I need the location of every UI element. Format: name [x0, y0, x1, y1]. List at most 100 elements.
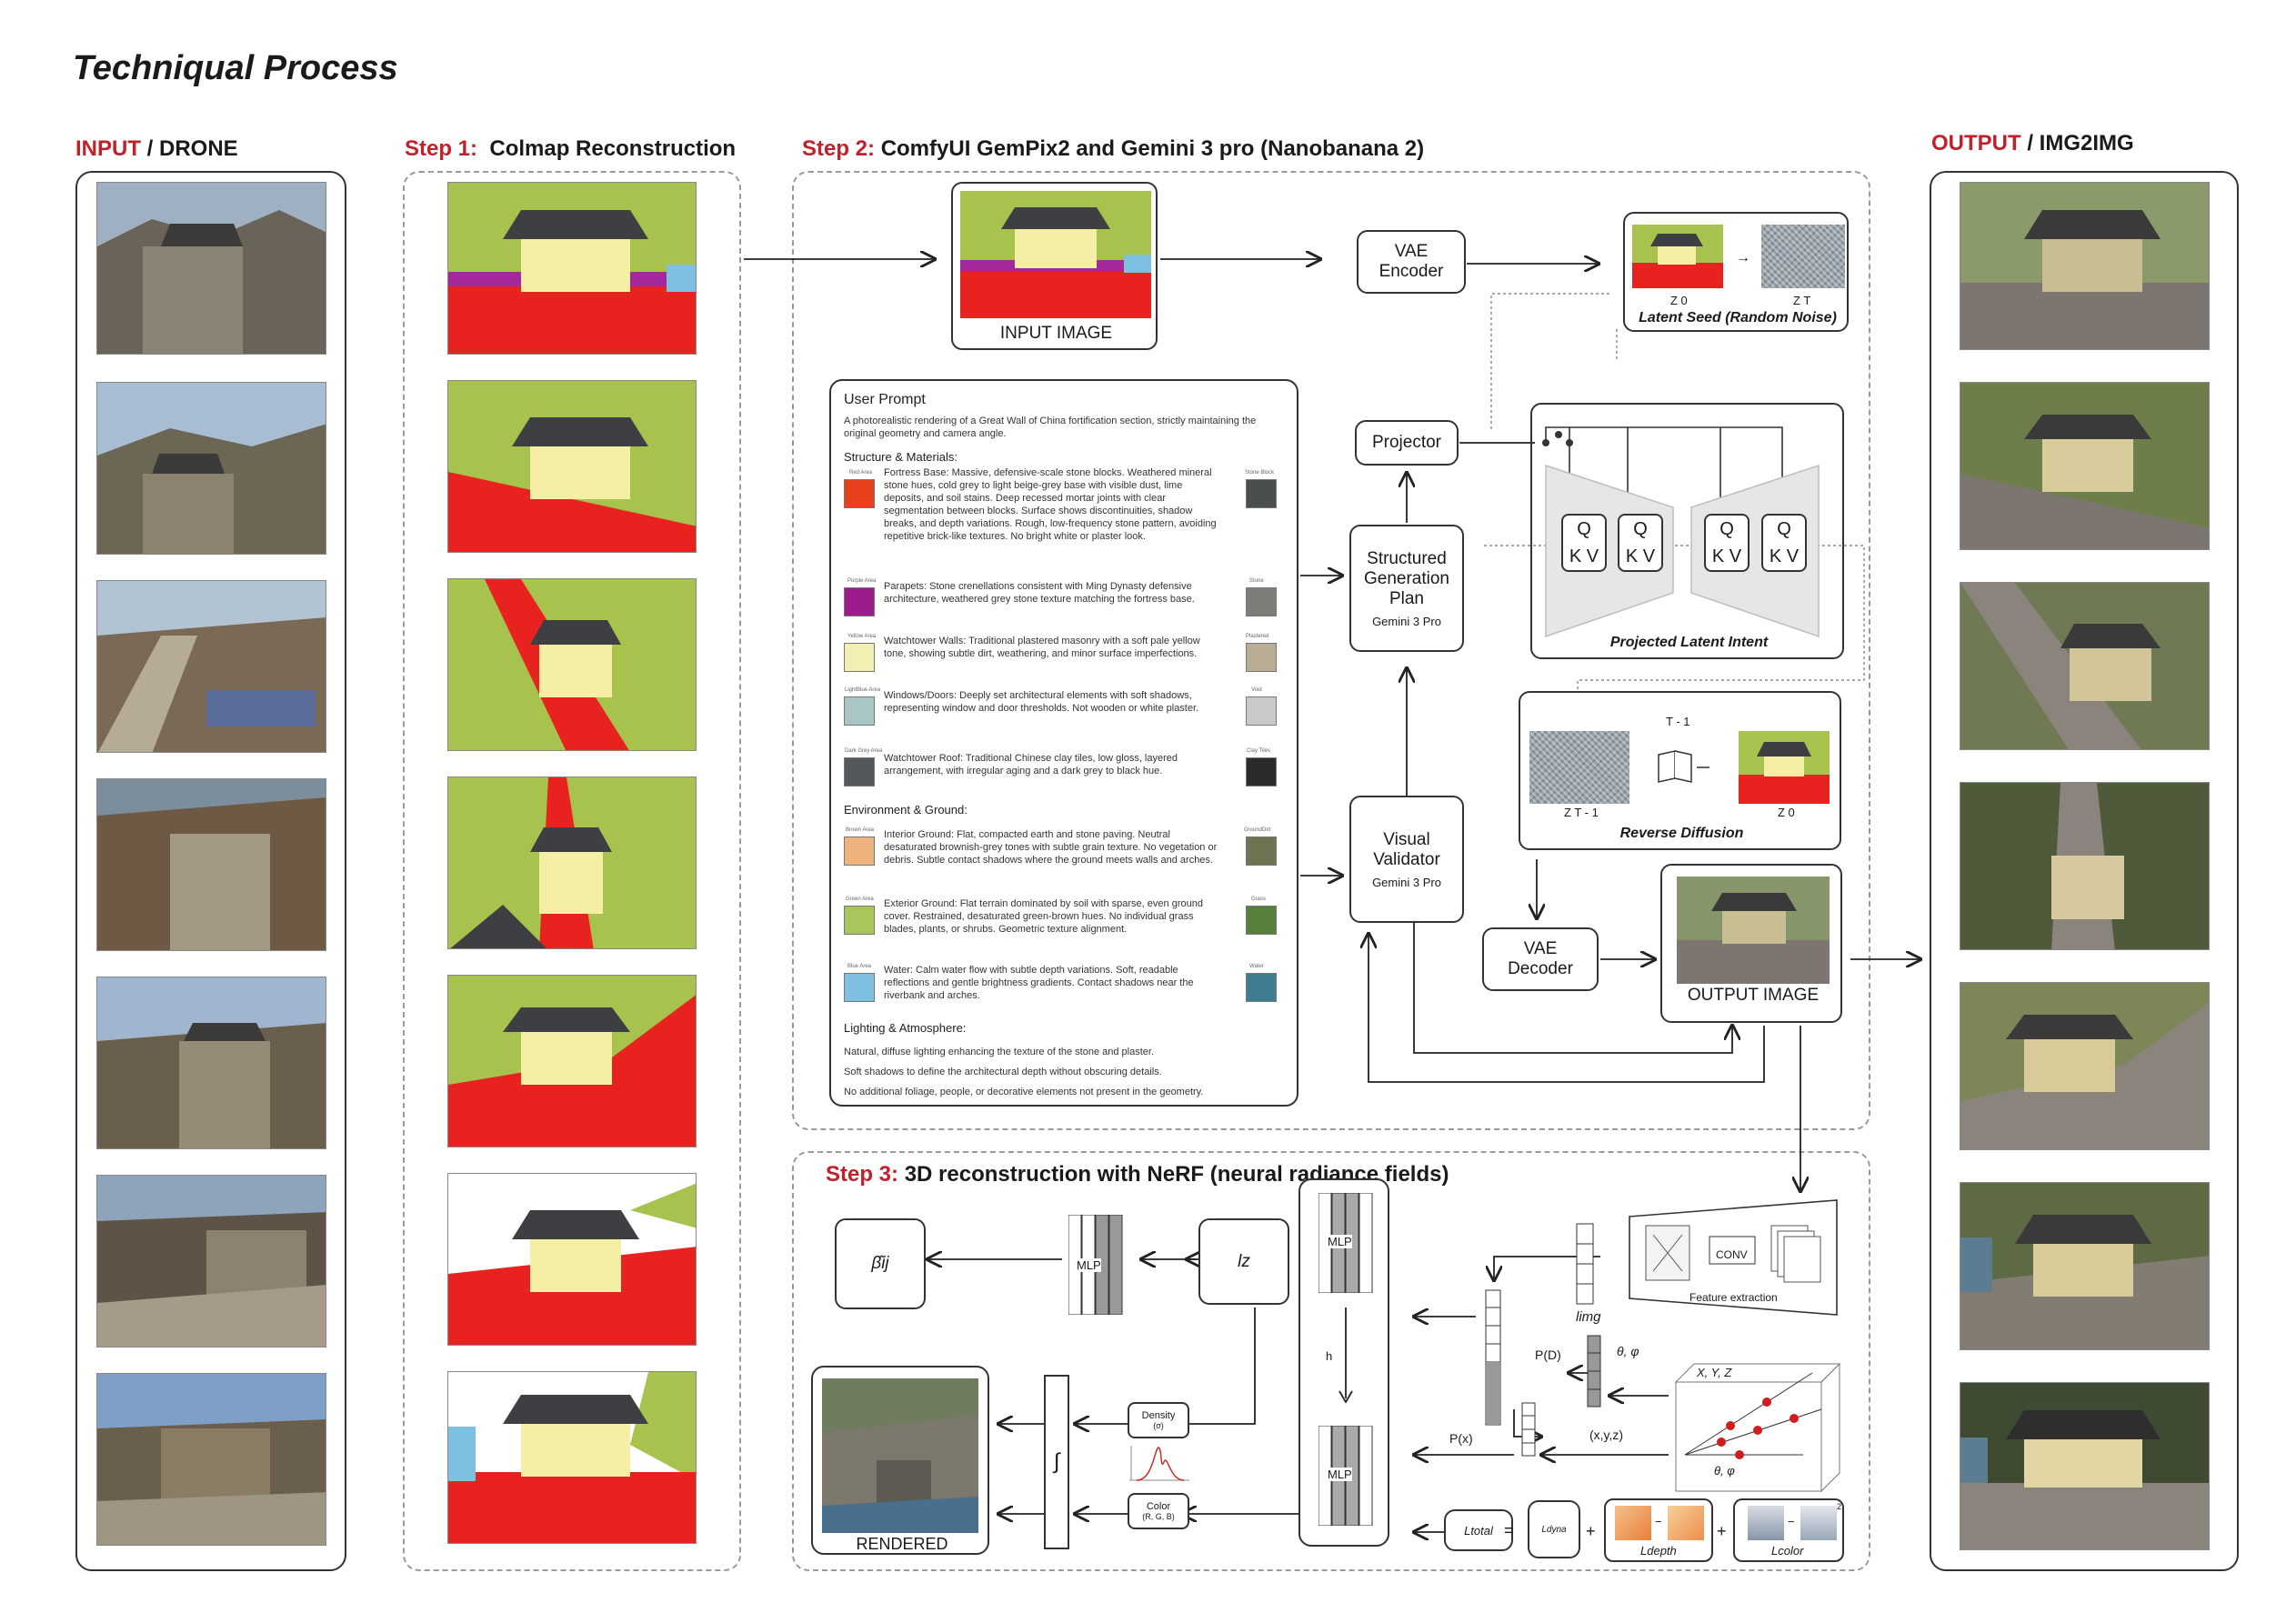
material-description: Watchtower Walls: Traditional plastered …	[884, 636, 1200, 659]
visual-validator-model: Gemini 3 Pro	[1372, 875, 1441, 889]
color-swatch	[844, 479, 875, 508]
feature-extraction-block	[1629, 1199, 1838, 1316]
colmap-render	[447, 1371, 697, 1544]
texture-sample	[1246, 479, 1277, 508]
vae-decoder-box: VAE Decoder	[1482, 927, 1599, 991]
mlp-stack-small	[1068, 1215, 1123, 1315]
output-photo	[1960, 982, 2210, 1150]
integral-box: ∫	[1044, 1375, 1069, 1549]
lz-box: lz	[1198, 1218, 1289, 1305]
h-arrow	[1338, 1307, 1353, 1404]
mlp-bottom	[1318, 1426, 1373, 1526]
texture-sample	[1246, 587, 1277, 616]
colmap-render	[447, 776, 697, 949]
rendered-label: RENDERED	[856, 1535, 948, 1553]
step1-prefix: Step 1:	[405, 136, 478, 161]
prompt-intro: A photorealistic rendering of a Great Wa…	[844, 416, 1257, 439]
rendered-box: RENDERED	[811, 1366, 989, 1555]
color-box: Color (R, G, B)	[1128, 1493, 1189, 1529]
texture-sample	[1246, 643, 1277, 672]
color-swatch	[844, 643, 875, 672]
texture-label: Water	[1249, 964, 1264, 969]
step3-prefix: Step 3:	[826, 1162, 899, 1187]
latent-z0-label: Z 0	[1670, 294, 1688, 307]
depth-map-b	[1668, 1506, 1704, 1540]
plus-sign: +	[1717, 1522, 1727, 1540]
input-image	[960, 191, 1151, 318]
q-label: Q	[1633, 519, 1648, 539]
projector-box: Projector	[1355, 420, 1459, 466]
input-title: / DRONE	[141, 136, 238, 161]
latent-zt-label: Z T	[1793, 294, 1811, 307]
limg-label: limg	[1576, 1309, 1601, 1325]
qkv-block: Q K V	[1561, 514, 1607, 572]
texture-label: Plastered	[1246, 634, 1269, 639]
plus-sign: +	[1586, 1522, 1596, 1540]
minus-sign: −	[1655, 1515, 1662, 1528]
color-map-a	[1748, 1506, 1784, 1540]
projected-latent-caption: Projected Latent Intent	[1609, 635, 1769, 650]
input-section-header: INPUT / DRONE	[75, 136, 238, 162]
material-description: Interior Ground: Flat, compacted earth a…	[884, 829, 1218, 866]
step2-section-header: Step 2: ComfyUI GemPix2 and Gemini 3 pro…	[802, 136, 1424, 162]
structured-plan-label: Structured Generation Plan	[1363, 548, 1449, 608]
latent-seed-caption: Latent Seed (Random Noise)	[1639, 310, 1837, 326]
texture-label: Stone Block	[1245, 470, 1275, 476]
mlp-label-bottom: MLP	[1328, 1468, 1352, 1481]
texture-sample	[1246, 696, 1277, 726]
color-swatch	[844, 906, 875, 935]
minus-sign: −	[1788, 1515, 1795, 1528]
lighting-line: Soft shadows to define the architectural…	[844, 1067, 1162, 1077]
texture-sample	[1246, 906, 1277, 935]
step2-panel	[792, 171, 1870, 1130]
step1-section-header: Step 1: Colmap Reconstruction	[405, 136, 736, 162]
output-prefix: OUTPUT	[1931, 131, 2021, 155]
texture-sample	[1246, 837, 1277, 866]
xyz-label: (x,y,z)	[1589, 1428, 1624, 1442]
prompt-title: User Prompt	[844, 392, 926, 407]
rd-z0-label: Z 0	[1778, 806, 1795, 819]
rendered-image	[822, 1378, 978, 1533]
drone-photo	[96, 182, 326, 355]
swatch-label: Dark Grey Area	[845, 748, 883, 754]
beta-output-box: β̂ij	[835, 1218, 926, 1309]
kv-label: K V	[1569, 546, 1599, 566]
texture-label: Void	[1251, 687, 1262, 693]
q-label: Q	[1719, 519, 1734, 539]
output-photo	[1960, 582, 2210, 750]
vae-encoder-box: VAE Encoder	[1357, 230, 1466, 294]
colmap-render	[447, 380, 697, 553]
lighting-line: No additional foliage, people, or decora…	[844, 1087, 1204, 1097]
l-total-box: Ltotal	[1444, 1509, 1513, 1551]
l-depth-label: Ldepth	[1640, 1544, 1677, 1558]
pd-vector	[1587, 1335, 1601, 1408]
projected-latent-box: Projected Latent Intent	[1530, 403, 1844, 659]
cube-xyz-label: X, Y, Z	[1697, 1366, 1732, 1379]
texture-label: GroundDirt	[1244, 827, 1271, 833]
input-image-label: INPUT IMAGE	[999, 324, 1113, 343]
step1-panel	[403, 171, 741, 1571]
depth-map-a	[1615, 1506, 1651, 1540]
cube-theta-label: θ, φ	[1714, 1464, 1735, 1478]
kv-label: K V	[1625, 546, 1656, 566]
rd-z0-image	[1739, 731, 1830, 804]
l-color-box: − Lcolor 2	[1733, 1498, 1844, 1562]
q-label: Q	[1577, 519, 1591, 539]
reverse-diffusion-caption: Reverse Diffusion	[1619, 826, 1744, 841]
material-description: Water: Calm water flow with subtle depth…	[884, 965, 1194, 1001]
exponent-label: 2	[1837, 1502, 1842, 1511]
color-swatch	[844, 587, 875, 616]
h-label: h	[1326, 1349, 1333, 1363]
visual-validator-box: Visual Validator Gemini 3 Pro	[1349, 796, 1464, 923]
drone-photo	[96, 977, 326, 1149]
colmap-render	[447, 578, 697, 751]
book-icon	[1658, 750, 1709, 783]
limg-vector	[1576, 1223, 1594, 1305]
noise-zt1-image	[1529, 731, 1629, 804]
color-swatch	[844, 757, 875, 786]
visual-validator-label: Visual Validator	[1373, 829, 1440, 869]
output-section-header: OUTPUT / IMG2IMG	[1931, 131, 2134, 156]
output-photo	[1960, 1382, 2210, 1550]
drone-photo	[96, 382, 326, 555]
